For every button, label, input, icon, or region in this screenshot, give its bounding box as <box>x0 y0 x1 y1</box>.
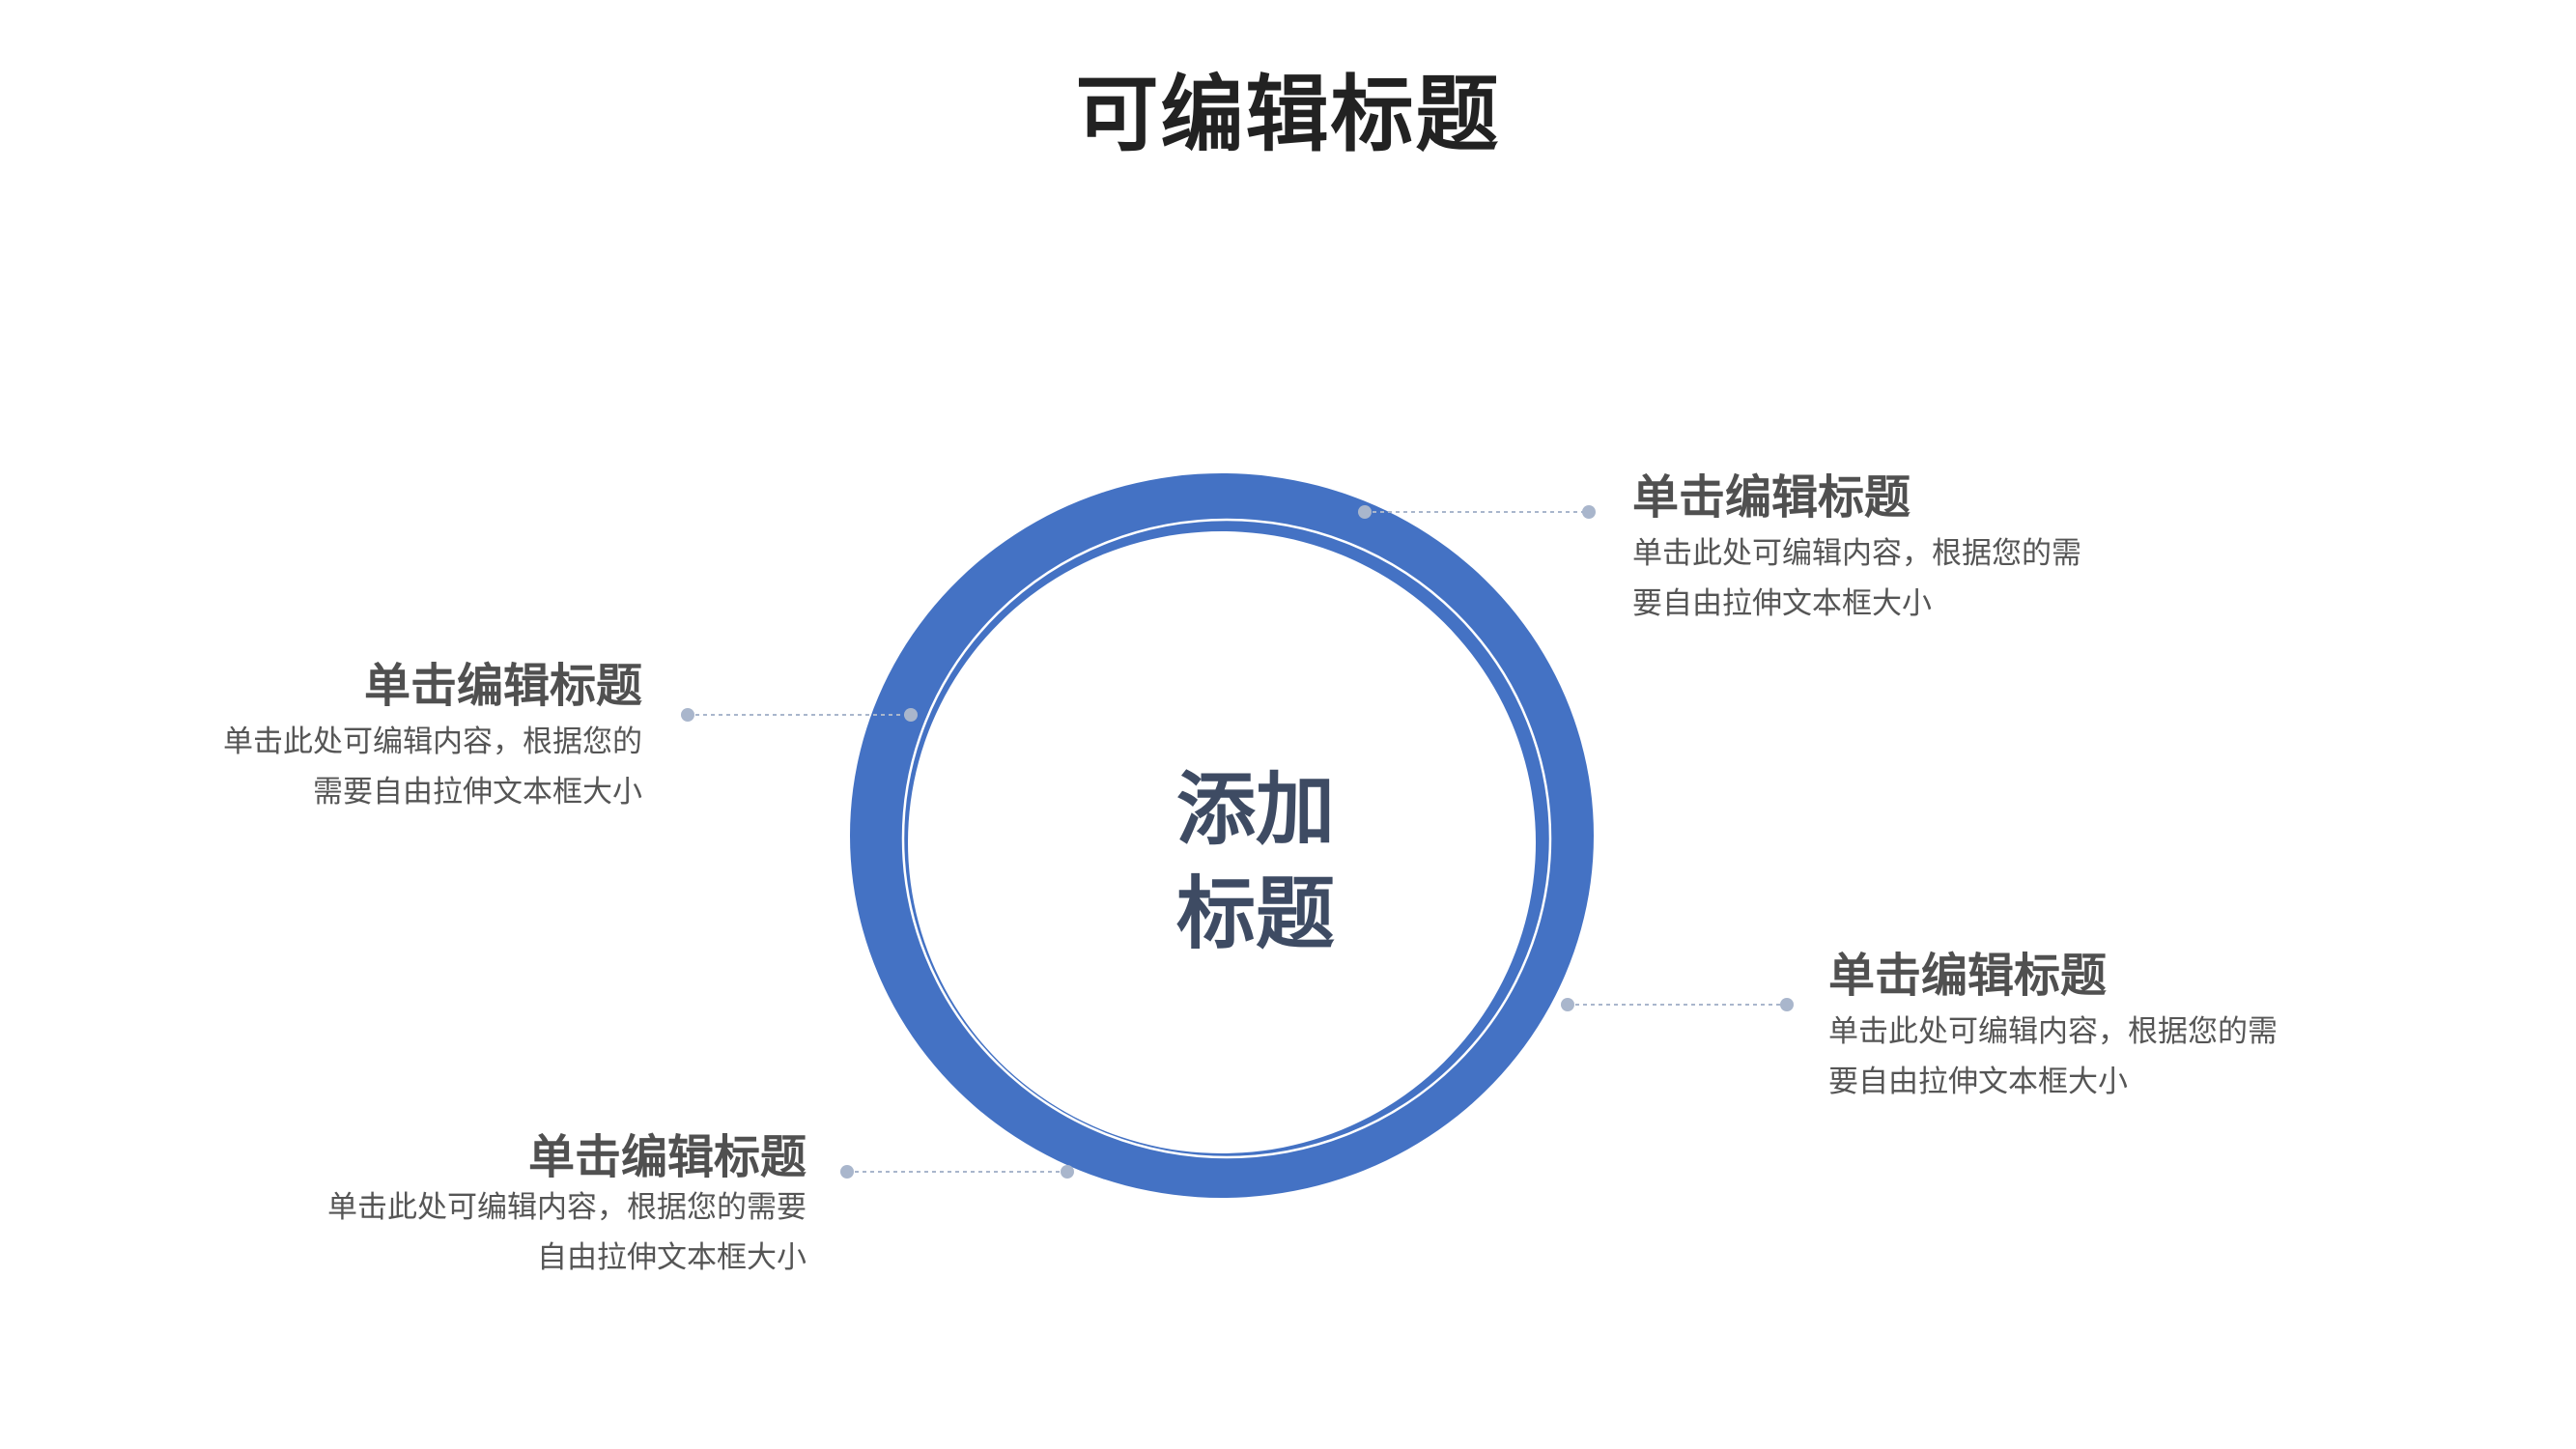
connector-1 <box>1358 505 1596 519</box>
block-body: 单击此处可编辑内容，根据您的需要 自由拉伸文本框大小 <box>327 1190 807 1275</box>
slide-title: 可编辑标题 <box>1075 67 1501 163</box>
block-heading: 单击编辑标题 <box>527 1130 807 1184</box>
connector-4 <box>840 1165 1074 1179</box>
center-title: 添加 标题 <box>1175 764 1335 960</box>
text-block-left: 单击编辑标题 单击此处可编辑内容，根据您的 需要自由拉伸文本框大小 <box>126 657 642 817</box>
block-heading: 单击编辑标题 <box>363 659 642 713</box>
block-heading: 单击编辑标题 <box>1632 470 1911 525</box>
block-body: 单击此处可编辑内容，根据您的需 要自由拉伸文本框大小 <box>1828 1014 2278 1099</box>
block-body: 单击此处可编辑内容，根据您的需 要自由拉伸文本框大小 <box>1632 536 2081 621</box>
connector-3 <box>1561 998 1794 1011</box>
block-body: 单击此处可编辑内容，根据您的 需要自由拉伸文本框大小 <box>223 724 642 810</box>
connector-2 <box>681 708 918 722</box>
text-block-right: 单击编辑标题 单击此处可编辑内容，根据您的需 要自由拉伸文本框大小 <box>1828 947 2369 1107</box>
block-heading: 单击编辑标题 <box>1828 949 2108 1003</box>
ring-highlight <box>901 518 1552 1159</box>
text-block-top-right: 单击编辑标题 单击此处可编辑内容，根据您的需 要自由拉伸文本框大小 <box>1632 469 2173 629</box>
text-block-bottom-left: 单击编辑标题 单击此处可编辑内容，根据您的需要 自由拉伸文本框大小 <box>222 1128 807 1283</box>
